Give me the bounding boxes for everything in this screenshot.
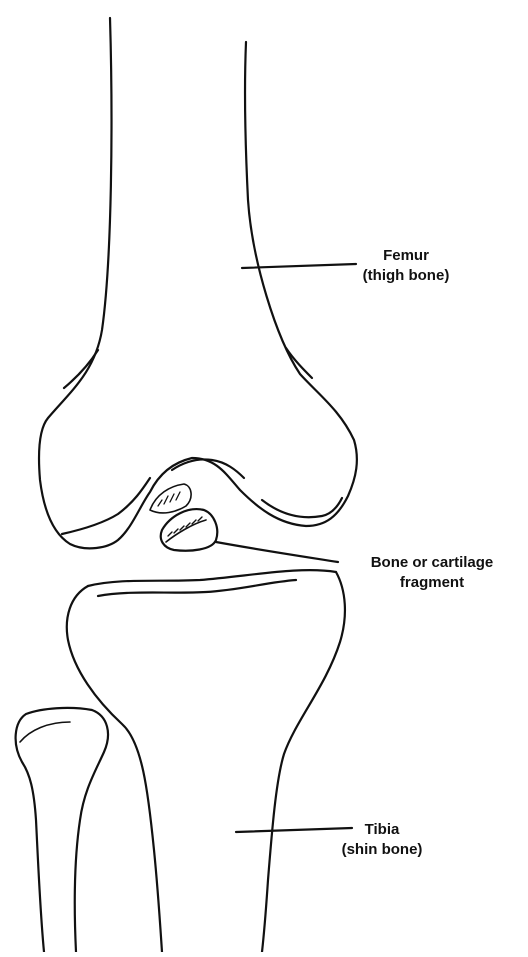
fibula-inner-line bbox=[20, 722, 70, 742]
fragment-edge bbox=[166, 520, 206, 542]
tibia-name: Tibia bbox=[326, 820, 438, 840]
fragment-label-line2: fragment bbox=[336, 573, 528, 593]
tibia-outline-right bbox=[262, 572, 345, 952]
fragment-leader-line bbox=[216, 542, 338, 562]
fragment-piece bbox=[161, 509, 218, 551]
femur-bone bbox=[39, 18, 357, 548]
femur-condyle-line-left bbox=[62, 478, 150, 534]
fragment-label: Bone or cartilage fragment bbox=[336, 553, 528, 593]
femur-condyle-line-right bbox=[262, 498, 342, 517]
fragment-label-line1: Bone or cartilage bbox=[336, 553, 528, 573]
tibia-outline bbox=[67, 586, 162, 952]
femur-outline bbox=[39, 18, 357, 548]
fibula-outline bbox=[16, 708, 108, 952]
fibula-bone bbox=[16, 708, 108, 952]
bone-fragment bbox=[150, 484, 217, 551]
femur-flare-left bbox=[64, 350, 98, 388]
tibia-description: (shin bone) bbox=[326, 840, 438, 860]
tibia-plateau-inner bbox=[98, 580, 296, 596]
fragment-socket bbox=[150, 484, 191, 513]
tibia-plateau bbox=[88, 570, 336, 586]
femur-description: (thigh bone) bbox=[338, 266, 474, 286]
tibia-label: Tibia (shin bone) bbox=[326, 820, 438, 860]
tibia-bone bbox=[67, 570, 345, 952]
fragment-texture bbox=[168, 517, 202, 536]
femur-notch-line bbox=[172, 459, 244, 478]
femur-name: Femur bbox=[338, 246, 474, 266]
femur-label: Femur (thigh bone) bbox=[338, 246, 474, 286]
